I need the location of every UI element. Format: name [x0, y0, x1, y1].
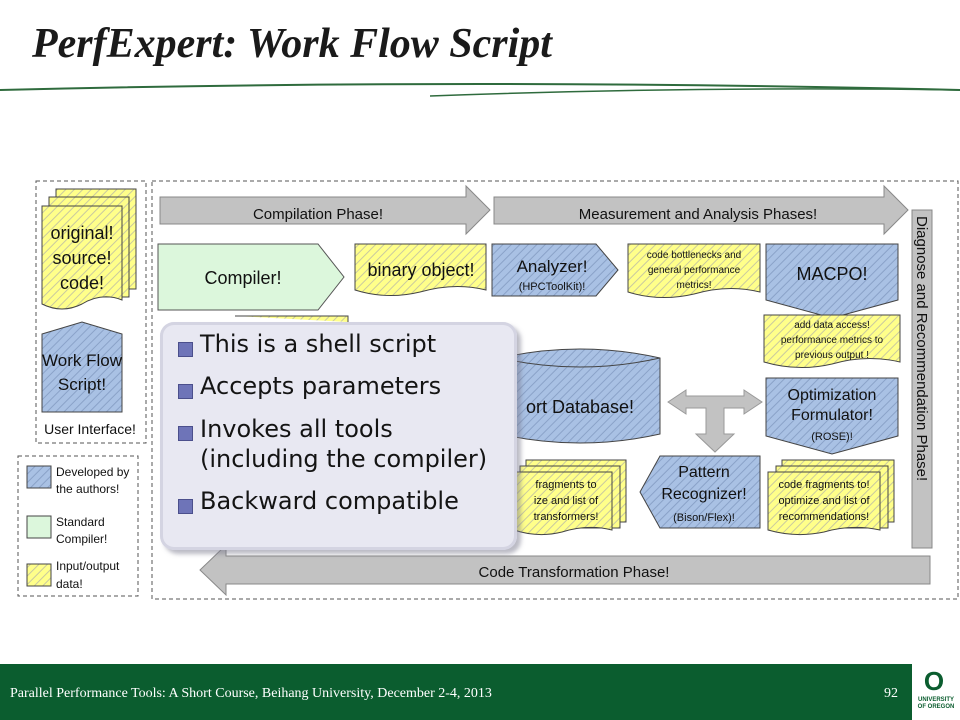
optimization-label-2: Formulator! — [791, 407, 873, 424]
bottlenecks-label-1: code bottlenecks and — [647, 250, 742, 261]
legend-standard-label-1: Standard — [56, 515, 105, 529]
optimization-sublabel: (ROSE)! — [811, 431, 853, 443]
legend-swatch-io — [26, 563, 52, 587]
callout-item: Accepts parameters — [178, 372, 487, 401]
transformation-phase-label: Code Transformation Phase! — [479, 564, 670, 581]
slide-title: PerfExpert: Work Flow Script — [32, 21, 552, 67]
bullet-icon — [178, 384, 193, 399]
diagnose-phase-arrow — [911, 209, 933, 549]
bottlenecks-label-3: metrics! — [677, 280, 712, 291]
callout-item: Backward compatible — [178, 487, 487, 516]
logo-line-1: UNIVERSITY — [917, 697, 954, 703]
callout-item-text: Backward compatible — [200, 487, 459, 515]
user-interface-frame — [35, 180, 147, 444]
data-access-label-2: performance metrics to — [781, 335, 884, 346]
callout-item-text: This is a shell script — [200, 330, 437, 358]
callout-item-text-continued: (including the compiler) — [200, 445, 488, 473]
source-code-stack — [41, 205, 123, 310]
workflow-script-shape — [41, 321, 123, 413]
binary-object-label: binary object! — [367, 260, 474, 280]
footer-bar — [0, 664, 960, 720]
callout-item-text: Accepts parameters — [200, 372, 442, 400]
right-fragments-stack — [767, 471, 881, 536]
title-underline — [0, 83, 960, 91]
logo-line-2: OF OREGON — [917, 704, 955, 710]
workflow-diagram: Compilation Phase! Measurement and Analy… — [0, 83, 960, 600]
bullet-icon — [178, 426, 193, 441]
main-process-frame — [151, 180, 959, 600]
legend-swatch-developed — [26, 465, 52, 489]
compilation-phase-label: Compilation Phase! — [253, 206, 383, 223]
page-number: 92 — [884, 686, 898, 701]
analyzer-sublabel: (HPCToolKit)! — [519, 281, 586, 293]
macpo-label: MACPO! — [796, 264, 867, 284]
bottlenecks-label-2: general performance — [648, 265, 741, 276]
workflow-script-label-2: Script! — [58, 375, 106, 394]
left-fragments-stack — [513, 471, 613, 536]
user-interface-label: User Interface! — [44, 421, 136, 437]
legend-developed-label-1: Developed by — [56, 465, 129, 479]
workflow-script-label-1: Work Flow — [42, 351, 123, 370]
pattern-label-2: Recognizer! — [661, 486, 746, 503]
compiler-label: Compiler! — [204, 268, 281, 288]
bottlenecks-shape — [627, 243, 761, 299]
right-fragments-label-1: code fragments to! — [778, 479, 869, 491]
right-fragments-label-2: optimize and list of — [778, 495, 870, 507]
measurement-phase-arrow — [493, 184, 909, 236]
callout-list: This is a shell script Accepts parameter… — [178, 330, 488, 529]
compilation-phase-arrow — [159, 184, 491, 236]
callout-box: This is a shell script Accepts parameter… — [160, 322, 517, 550]
pattern-sublabel: (Bison/Flex)! — [673, 512, 735, 524]
left-fragments-label-2: ize and list of — [534, 495, 599, 507]
legend-developed-label-2: the authors! — [56, 482, 119, 496]
binary-object-shape — [354, 243, 487, 297]
legend-swatch-standard — [26, 515, 52, 539]
callout-item: This is a shell script — [178, 330, 487, 359]
compiler-shape — [157, 243, 345, 311]
bullet-icon — [178, 342, 193, 357]
measurement-phase-label: Measurement and Analysis Phases! — [579, 206, 817, 223]
legend-frame — [17, 455, 139, 597]
database-shape — [499, 348, 661, 444]
pattern-shape — [639, 455, 761, 529]
macpo-shape — [765, 243, 899, 319]
data-access-label-1: add data access! — [794, 320, 870, 331]
source-code-label-1: original! — [50, 223, 113, 243]
source-code-label-3: code! — [60, 273, 104, 293]
legend-io-label-2: data! — [56, 577, 83, 591]
data-access-label-3: previous output ! — [795, 350, 869, 361]
left-fragments-label-3: transformers! — [534, 511, 599, 523]
bullet-icon — [178, 499, 193, 514]
optimization-shape — [765, 377, 899, 455]
right-fragments-label-3: recommendations! — [779, 511, 870, 523]
legend-io-label-1: Input/output — [56, 559, 120, 573]
analyzer-shape — [491, 243, 619, 297]
diagnose-phase-label: Diagnose and Recommendation Phase! — [913, 216, 930, 481]
optimization-label-1: Optimization — [788, 387, 877, 404]
callout-item: Invokes all tools(including the compiler… — [178, 414, 488, 474]
legend-standard-label-2: Compiler! — [56, 532, 107, 546]
logo-letter: O — [923, 666, 945, 696]
connector-arrow — [667, 389, 763, 453]
source-code-label-2: source! — [52, 248, 111, 268]
database-label: ort Database! — [526, 397, 634, 417]
footer-text: Parallel Performance Tools: A Short Cour… — [10, 686, 492, 701]
pattern-label-1: Pattern — [678, 464, 730, 481]
data-access-shape — [763, 314, 901, 369]
callout-item-text: Invokes all tools — [200, 415, 393, 443]
analyzer-label: Analyzer! — [517, 257, 588, 276]
transformation-phase-arrow — [199, 543, 931, 597]
left-fragments-label-1: fragments to — [535, 479, 596, 491]
